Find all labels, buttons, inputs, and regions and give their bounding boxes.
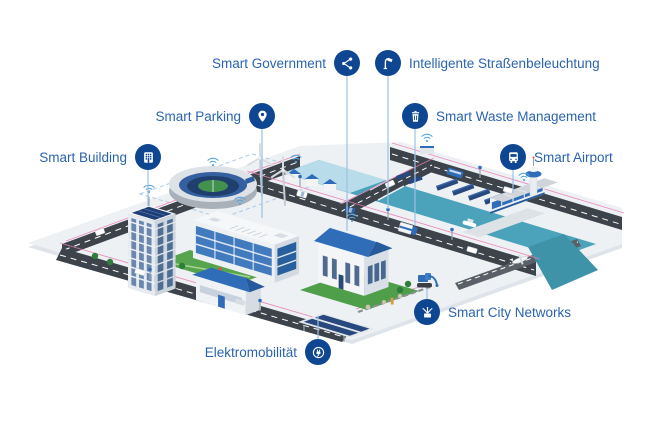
fiber-trench-excavator [357,273,439,314]
canal-tip [528,234,598,290]
callout-smart-government: Smart Government [212,50,360,76]
share-icon [334,50,360,76]
callout-smart-waste-management: Smart Waste Management [402,103,596,129]
ev-carport [298,313,375,342]
callout-label: Smart Parking [155,108,241,124]
callout-smart-building: Smart Building [39,144,161,170]
control-tower [525,156,542,196]
callout-intelligente-strassenbeleuchtung: Intelligente Straßenbeleuchtung [375,50,600,76]
government-building [300,227,419,310]
callout-label: Smart Building [39,149,127,165]
vehicles [94,167,514,306]
fiber-network-icon [414,299,440,325]
stadium [169,166,257,209]
canal [283,160,596,257]
callout-label: Smart Government [211,55,326,71]
callout-label: Smart City Networks [448,304,572,320]
callout-connectors [147,76,514,339]
residential-tower [128,197,176,297]
callout-elektromobilitaet: Elektromobilität [205,339,331,365]
school-building [192,267,265,316]
callout-label: Smart Waste Management [436,108,597,124]
callout-label: Intelligente Straßenbeleuchtung [409,55,600,71]
ev-charging-icon [305,339,331,365]
street-lamp-icon [375,50,401,76]
bus [446,167,464,179]
office-building [193,211,300,283]
callout-smart-parking: Smart Parking [155,103,275,129]
callout-label: Smart Airport [534,149,613,165]
waste-bin-icon [402,103,428,129]
boat [462,218,477,228]
callout-smart-city-networks: Smart City Networks [414,299,571,325]
bus-stop [420,146,434,154]
waste-truck [398,222,418,236]
callout-label: Elektromobilität [204,344,297,360]
shuttle-bus-icon [500,144,526,170]
callout-smart-airport: Smart Airport [500,144,613,170]
location-pin-icon [249,103,275,129]
airplane [509,254,528,265]
building-icon [135,144,161,170]
